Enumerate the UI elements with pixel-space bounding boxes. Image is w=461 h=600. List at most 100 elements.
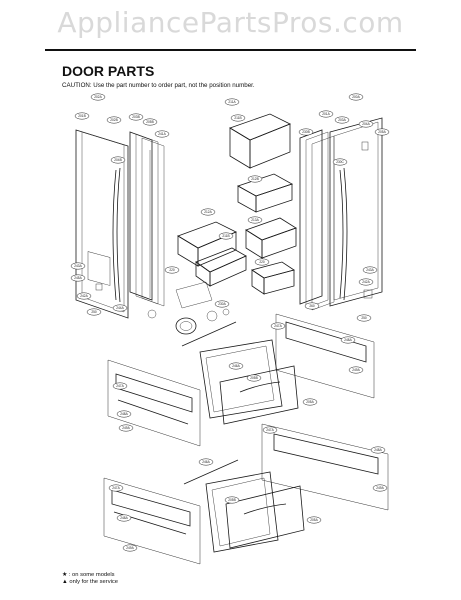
callout-labels: 202A 201B 202B 203B 205B 204B 241A 211A … — [70, 93, 390, 552]
callout-bubble: 213A — [247, 216, 263, 224]
svg-text:205B: 205B — [228, 498, 235, 502]
svg-text:205B: 205B — [250, 376, 257, 380]
svg-text:248A: 248A — [120, 412, 128, 416]
svg-text:248A: 248A — [344, 338, 352, 342]
note-on-some-models: ★ : on some models — [62, 572, 115, 578]
svg-text:247A: 247A — [274, 324, 282, 328]
callout-bubble: 247A — [262, 426, 278, 434]
caution-text: CAUTION: Use the part number to order pa… — [62, 82, 255, 89]
watermark-logo: AppliancePartsPros.com — [57, 6, 404, 39]
svg-text:247A: 247A — [116, 384, 124, 388]
svg-text:241A: 241A — [158, 132, 166, 136]
svg-text:248A: 248A — [120, 516, 128, 520]
svg-text:212B: 212B — [251, 177, 258, 181]
svg-text:248A: 248A — [374, 448, 382, 452]
svg-text:249A: 249A — [352, 368, 360, 372]
svg-text:230C: 230C — [336, 160, 344, 164]
callout-bubble: 248A — [116, 410, 132, 418]
callout-bubble: 211B — [218, 232, 234, 240]
callout-bubble: 204B — [110, 156, 126, 164]
small-parts — [95, 283, 373, 485]
callout-bubble: 244A — [112, 304, 128, 312]
callout-bubble: 230C — [332, 158, 348, 166]
svg-text:243A: 243A — [74, 264, 82, 268]
callout-bubble: 247A — [108, 484, 124, 492]
svg-text:201B: 201B — [78, 114, 85, 118]
callout-bubble: 202A — [90, 93, 106, 101]
callout-bubble: 248A — [370, 446, 386, 454]
callout-bubble: 248A — [340, 336, 356, 344]
svg-text:244A: 244A — [116, 306, 124, 310]
svg-text:205B: 205B — [146, 120, 153, 124]
callout-bubble: 241A — [154, 130, 170, 138]
left-door-bins — [175, 221, 247, 309]
footnotes: ★ : on some models ▲ only for the servic… — [62, 572, 118, 586]
callout-bubble: 205B — [142, 118, 158, 126]
callout-bubble: 220 — [254, 258, 270, 266]
callout-bubble: 205B — [224, 496, 240, 504]
callout-bubble: 201A — [318, 110, 334, 118]
svg-text:250: 250 — [91, 310, 97, 314]
callout-bubble: 212B — [247, 175, 263, 183]
right-door-bins — [229, 113, 297, 295]
header-divider — [45, 49, 416, 51]
callout-bubble: 212A — [200, 208, 216, 216]
callout-bubble: 230A — [214, 300, 230, 308]
svg-text:213A: 213A — [251, 218, 259, 222]
callout-bubble: 211B — [230, 114, 246, 122]
svg-text:203A: 203A — [338, 118, 346, 122]
callout-bubble: 202B — [106, 116, 122, 124]
svg-text:260: 260 — [309, 304, 315, 308]
freezer-drawer-lower — [103, 423, 389, 565]
svg-text:250: 250 — [361, 316, 367, 320]
callout-bubble: 250 — [86, 308, 102, 316]
svg-text:205A: 205A — [310, 518, 318, 522]
svg-text:245A: 245A — [74, 276, 82, 280]
svg-text:204A: 204A — [362, 122, 370, 126]
svg-text:230A: 230A — [218, 302, 226, 306]
callout-bubble: 250 — [356, 314, 372, 322]
callout-bubble: 220 — [164, 266, 180, 274]
callout-bubble: 249A — [122, 544, 138, 552]
svg-text:205A: 205A — [306, 400, 314, 404]
callout-bubble: 245A — [70, 274, 86, 282]
svg-text:204B: 204B — [114, 158, 121, 162]
svg-text:211A: 211A — [228, 100, 236, 104]
svg-text:230B: 230B — [302, 130, 309, 134]
callout-bubble: 246A — [198, 458, 214, 466]
svg-text:220: 220 — [169, 268, 175, 272]
callout-bubble: 201B — [74, 112, 90, 120]
svg-text:243A: 243A — [366, 268, 374, 272]
callout-bubble: 203B — [128, 113, 144, 121]
callout-bubble: 205B — [246, 374, 262, 382]
svg-text:247A: 247A — [266, 428, 274, 432]
svg-text:249A: 249A — [122, 426, 130, 430]
callout-bubble: 242A — [76, 292, 92, 300]
callout-bubble: 230B — [298, 128, 314, 136]
callout-bubble: 247A — [270, 322, 286, 330]
svg-text:242A: 242A — [362, 280, 370, 284]
callout-bubble: 246A — [228, 362, 244, 370]
callout-bubble: 204A — [358, 120, 374, 128]
freezer-drawer-upper — [107, 313, 375, 447]
svg-text:211B: 211B — [222, 234, 229, 238]
callout-bubble: 247A — [112, 382, 128, 390]
callout-bubble: 203A — [334, 116, 350, 124]
callout-bubble: 205A — [374, 128, 390, 136]
callout-bubble: 205A — [306, 516, 322, 524]
svg-text:205A: 205A — [378, 130, 386, 134]
callout-bubble: 248A — [116, 514, 132, 522]
svg-text:247A: 247A — [112, 486, 120, 490]
svg-text:201A: 201A — [322, 112, 330, 116]
section-title: DOOR PARTS — [62, 63, 155, 79]
svg-text:249A: 249A — [376, 486, 384, 490]
svg-text:242A: 242A — [80, 294, 88, 298]
svg-text:200A: 200A — [352, 95, 360, 99]
svg-text:220: 220 — [259, 260, 265, 264]
callout-bubble: 249A — [118, 424, 134, 432]
svg-text:249A: 249A — [126, 546, 134, 550]
callout-bubble: 200A — [348, 93, 364, 101]
callout-bubble: 205A — [302, 398, 318, 406]
left-door — [75, 129, 165, 319]
